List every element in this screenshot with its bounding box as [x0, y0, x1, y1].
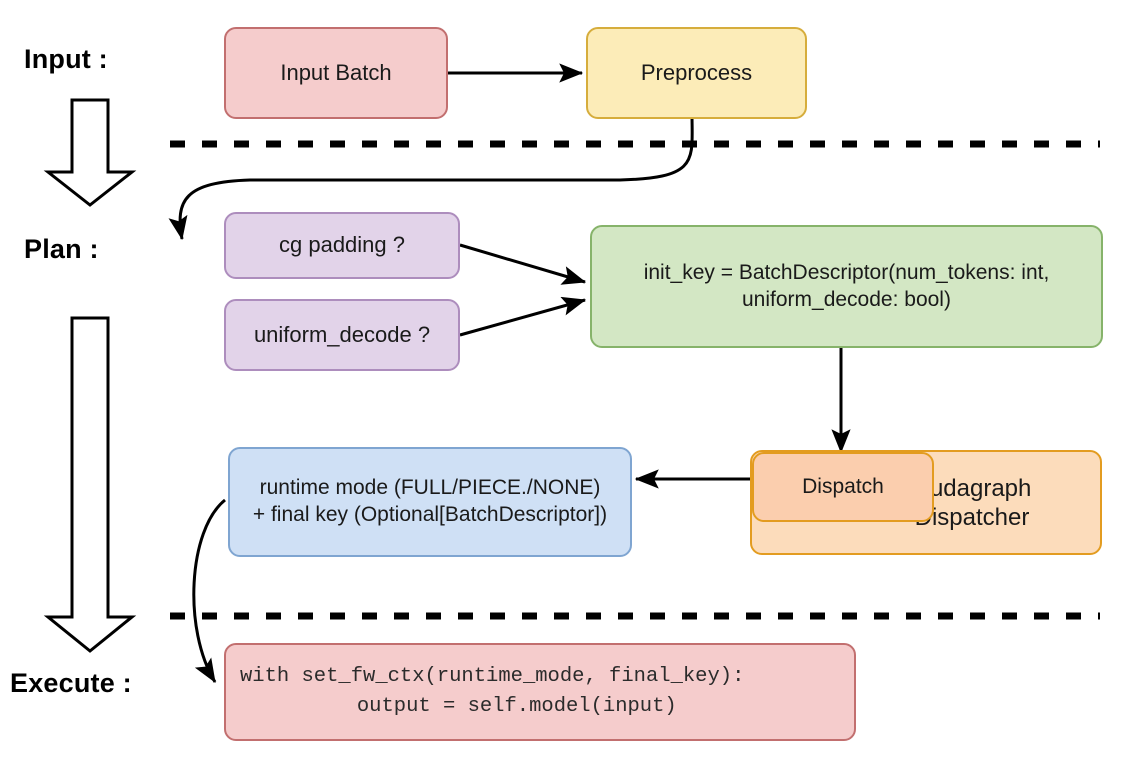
node-preprocess[interactable]: Preprocess: [586, 27, 807, 119]
node-preprocess-label: Preprocess: [640, 59, 753, 85]
input-to-plan-arrow: [43, 98, 137, 207]
edge-uniform-decode-to-init-key: [459, 296, 587, 337]
node-init-key[interactable]: init_key = BatchDescriptor(num_tokens: i…: [590, 225, 1103, 348]
node-uniform-decode[interactable]: uniform_decode ?: [224, 299, 460, 371]
node-cg-padding-label: cg padding ?: [279, 232, 405, 258]
node-uniform-decode-label: uniform_decode ?: [253, 321, 431, 347]
node-dispatch[interactable]: Dispatch: [752, 452, 934, 522]
edge-runtime-mode-to-execute-code: [192, 498, 226, 684]
plan-to-execute-arrow: [43, 316, 137, 653]
node-runtime-mode-label: runtime mode (FULL/PIECE./NONE) + final …: [252, 476, 608, 526]
node-init-key-label: init_key = BatchDescriptor(num_tokens: i…: [643, 260, 1050, 311]
node-dispatch-label: Dispatch: [802, 474, 884, 498]
node-input-batch-label: Input Batch: [280, 59, 392, 85]
stage-label-execute: Execute :: [10, 668, 132, 698]
stage-label-plan: Plan :: [24, 234, 99, 264]
stage-label-input: Input :: [24, 44, 108, 74]
node-execute-code-text: with set_fw_ctx(runtime_mode, final_key)…: [240, 665, 745, 718]
edge-cg-padding-to-init-key: [459, 243, 587, 285]
node-cg-padding[interactable]: cg padding ?: [224, 212, 460, 279]
node-runtime-mode[interactable]: runtime mode (FULL/PIECE./NONE) + final …: [228, 447, 632, 557]
node-execute-code[interactable]: with set_fw_ctx(runtime_mode, final_key)…: [224, 643, 856, 741]
node-input-batch[interactable]: Input Batch: [224, 27, 448, 119]
